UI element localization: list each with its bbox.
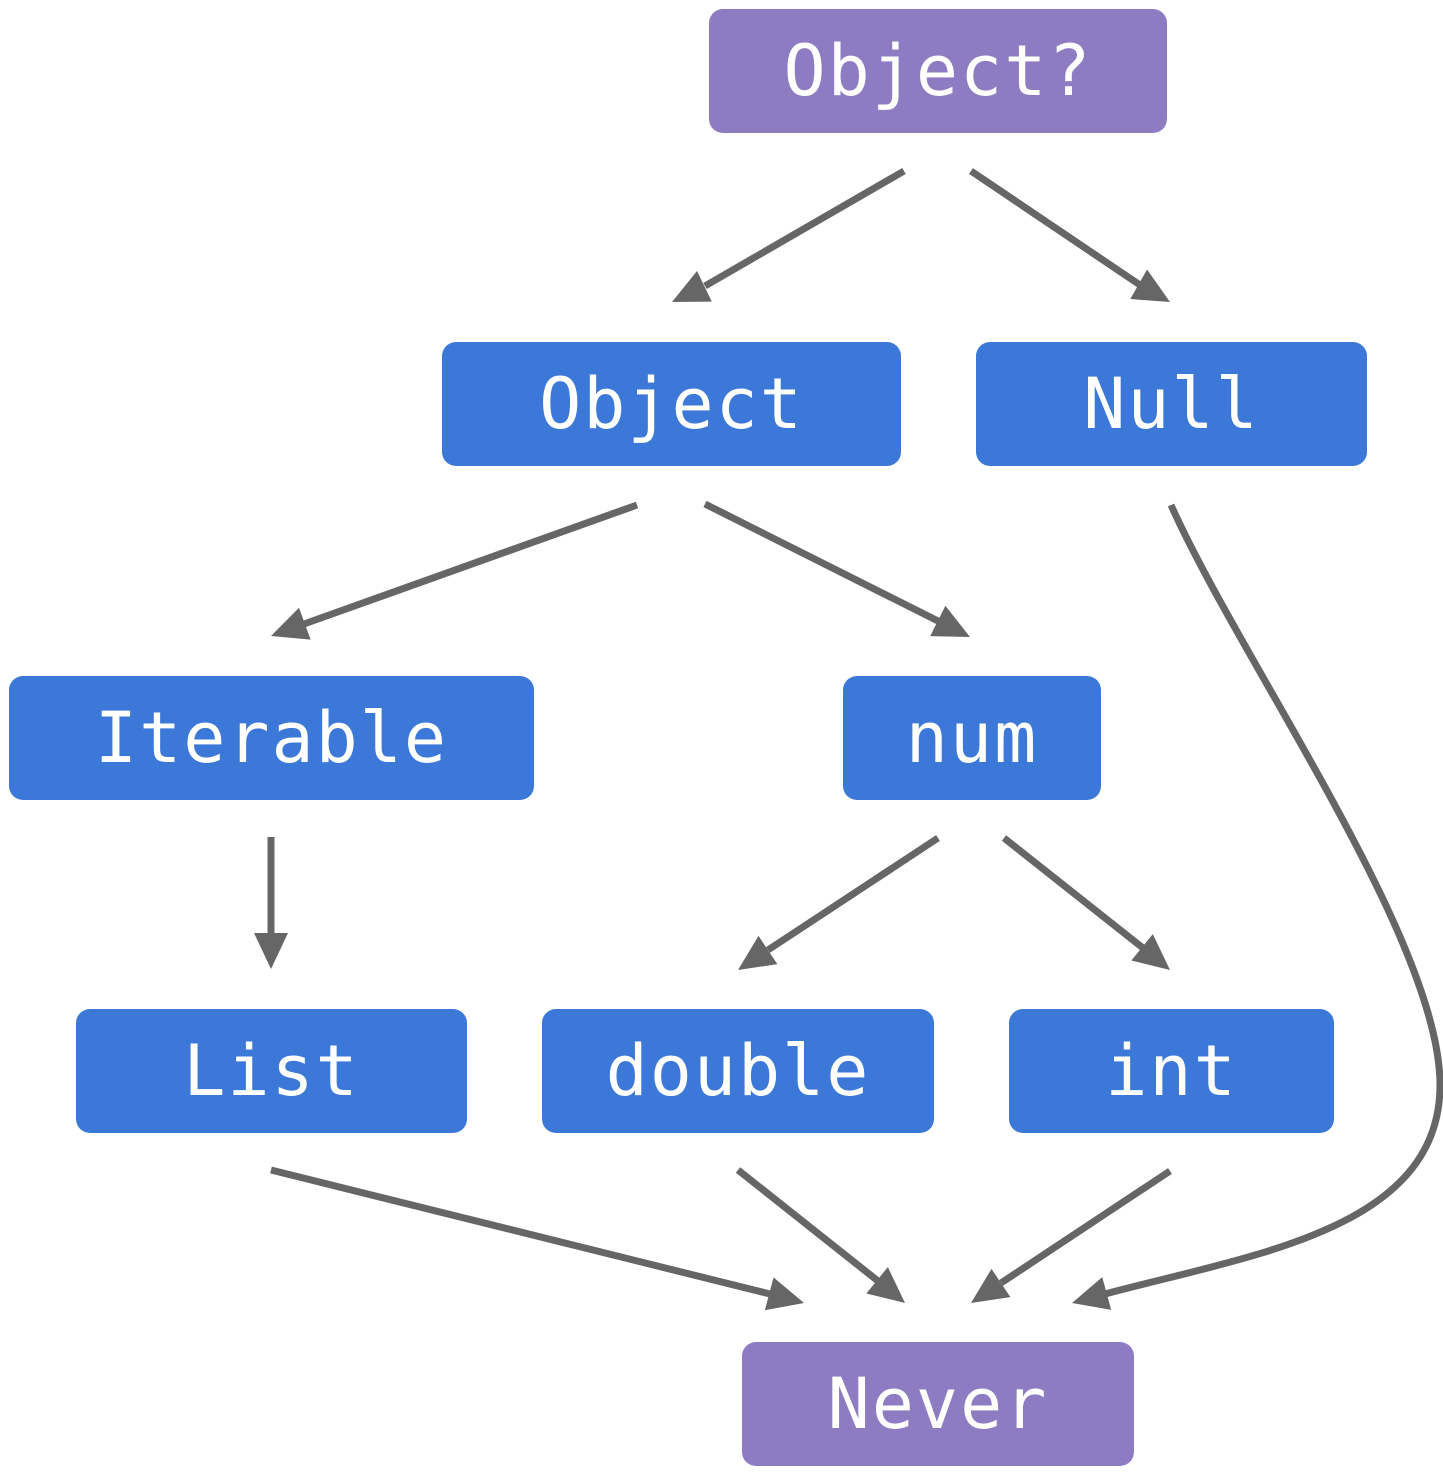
edge-object-to-num [703, 500, 940, 625]
arrowhead-object-nullable-to-object [672, 270, 712, 302]
arrowhead-iterable-to-list [254, 933, 288, 969]
edge-object-to-iterable [302, 501, 639, 628]
node-iterable: Iterable [9, 676, 534, 800]
arrowhead-object-to-iterable [271, 607, 311, 640]
arrowhead-object-nullable-to-null [1130, 269, 1170, 302]
node-int: int [1009, 1009, 1334, 1133]
edge-list-to-never [270, 1166, 771, 1298]
edge-num-to-double [766, 835, 940, 953]
arrowhead-object-to-num [930, 605, 970, 637]
node-double: double [542, 1009, 934, 1133]
arrowhead-null-to-never [1072, 1277, 1112, 1310]
node-object: Object [442, 342, 901, 466]
node-null: Null [976, 342, 1367, 466]
edge-num-to-int [1001, 835, 1146, 951]
arrowhead-num-to-double [738, 935, 778, 970]
arrowhead-list-to-never [764, 1277, 804, 1311]
edge-int-to-never [999, 1168, 1172, 1286]
edge-object-nullable-to-object [703, 167, 906, 290]
node-list: List [76, 1009, 467, 1133]
node-object-nullable: Object? [709, 9, 1167, 133]
edge-null-to-never [1104, 503, 1443, 1298]
node-num: num [843, 676, 1101, 800]
arrowhead-int-to-never [971, 1268, 1011, 1303]
arrowhead-num-to-int [1131, 934, 1170, 970]
node-never: Never [742, 1342, 1134, 1466]
arrowhead-double-to-never [866, 1267, 905, 1303]
edge-group [254, 167, 1443, 1311]
edge-double-to-never [735, 1167, 881, 1284]
edge-object-nullable-to-null [969, 168, 1142, 288]
